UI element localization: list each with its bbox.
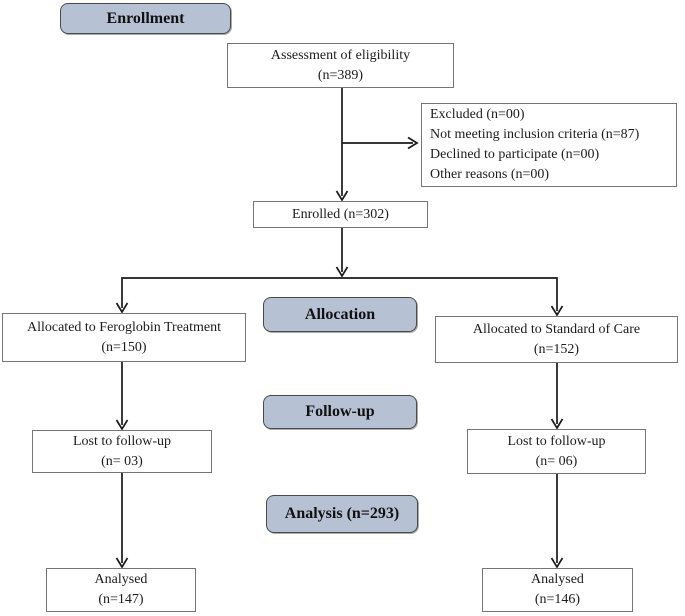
box-analysed-left: Analysed (n=147) <box>46 568 196 612</box>
arrowhead-lost-left-to-analysed-left <box>115 557 129 569</box>
stage-label-enrollment: Enrollment <box>60 3 231 34</box>
box-allocated-feroglobin-line2: (n=150) <box>101 339 147 355</box>
box-lost-followup-right: Lost to follow-up (n= 06) <box>467 429 646 474</box>
arrowhead-alloc-left-to-lost-left <box>115 419 129 431</box>
box-excluded-line2: Not meeting inclusion criteria (n=87) <box>430 127 640 143</box>
box-enrolled: Enrolled (n=302) <box>253 201 428 228</box>
box-lost-left-line2: (n= 03) <box>101 453 143 469</box>
box-lost-right-line2: (n= 06) <box>535 453 578 469</box>
box-allocated-standard-line1: Allocated to Standard of Care <box>472 321 641 337</box>
box-analysed-right-line2: (n=146) <box>534 592 581 607</box>
box-assessment-of-eligibility: Assessment of eligibility (n=389) <box>227 43 454 88</box>
box-lost-right-line1: Lost to follow-up <box>507 433 606 449</box>
stage-label-enrollment-text: Enrollment <box>106 9 185 27</box>
box-allocated-standard-of-care: Allocated to Standard of Care (n=152) <box>435 316 678 363</box>
box-analysed-right-line1: Analysed <box>531 572 584 588</box>
stage-label-allocation: Allocation <box>263 297 417 332</box>
box-analysed-right: Analysed (n=146) <box>482 568 633 612</box>
box-allocated-feroglobin: Allocated to Feroglobin Treatment (n=150… <box>2 313 246 362</box>
box-allocated-standard-line2: (n=152) <box>533 341 580 357</box>
box-excluded-line4: Other reasons (n=00) <box>430 166 550 182</box>
stage-label-followup: Follow-up <box>263 395 417 429</box>
box-allocated-feroglobin-line1: Allocated to Feroglobin Treatment <box>26 319 222 335</box>
box-enrolled-line1: Enrolled (n=302) <box>292 206 389 222</box>
box-excluded-line1: Excluded (n=00) <box>430 107 525 123</box>
arrowhead-enrolled-to-split <box>335 266 349 278</box>
box-analysed-left-line1: Analysed <box>94 572 148 588</box>
box-assessment-line2: (n=389) <box>317 67 364 83</box>
arrowhead-alloc-right-to-lost-right <box>550 418 564 430</box>
arrowhead-split-to-alloc-left <box>115 302 129 314</box>
box-lost-left-line1: Lost to follow-up <box>73 433 171 449</box>
stage-label-analysis-text: Analysis (n=293) <box>284 505 400 522</box>
arrowhead-to-excluded <box>407 136 419 150</box>
stage-label-allocation-text: Allocation <box>304 305 376 323</box>
arrowhead-lost-right-to-analysed-right <box>550 557 564 569</box>
box-assessment-line1: Assessment of eligibility <box>270 47 411 63</box>
stage-label-followup-text: Follow-up <box>305 403 375 420</box>
box-lost-followup-left: Lost to follow-up (n= 03) <box>32 430 212 473</box>
arrowhead-assessment-to-enrolled <box>335 190 349 202</box>
box-excluded-line3: Declined to participate (n=00) <box>430 147 600 162</box>
box-analysed-left-line2: (n=147) <box>98 592 144 607</box>
stage-label-analysis: Analysis (n=293) <box>266 495 418 533</box>
arrowhead-split-to-alloc-right <box>550 305 564 317</box>
box-excluded: Excluded (n=00) Not meeting inclusion cr… <box>421 103 677 187</box>
